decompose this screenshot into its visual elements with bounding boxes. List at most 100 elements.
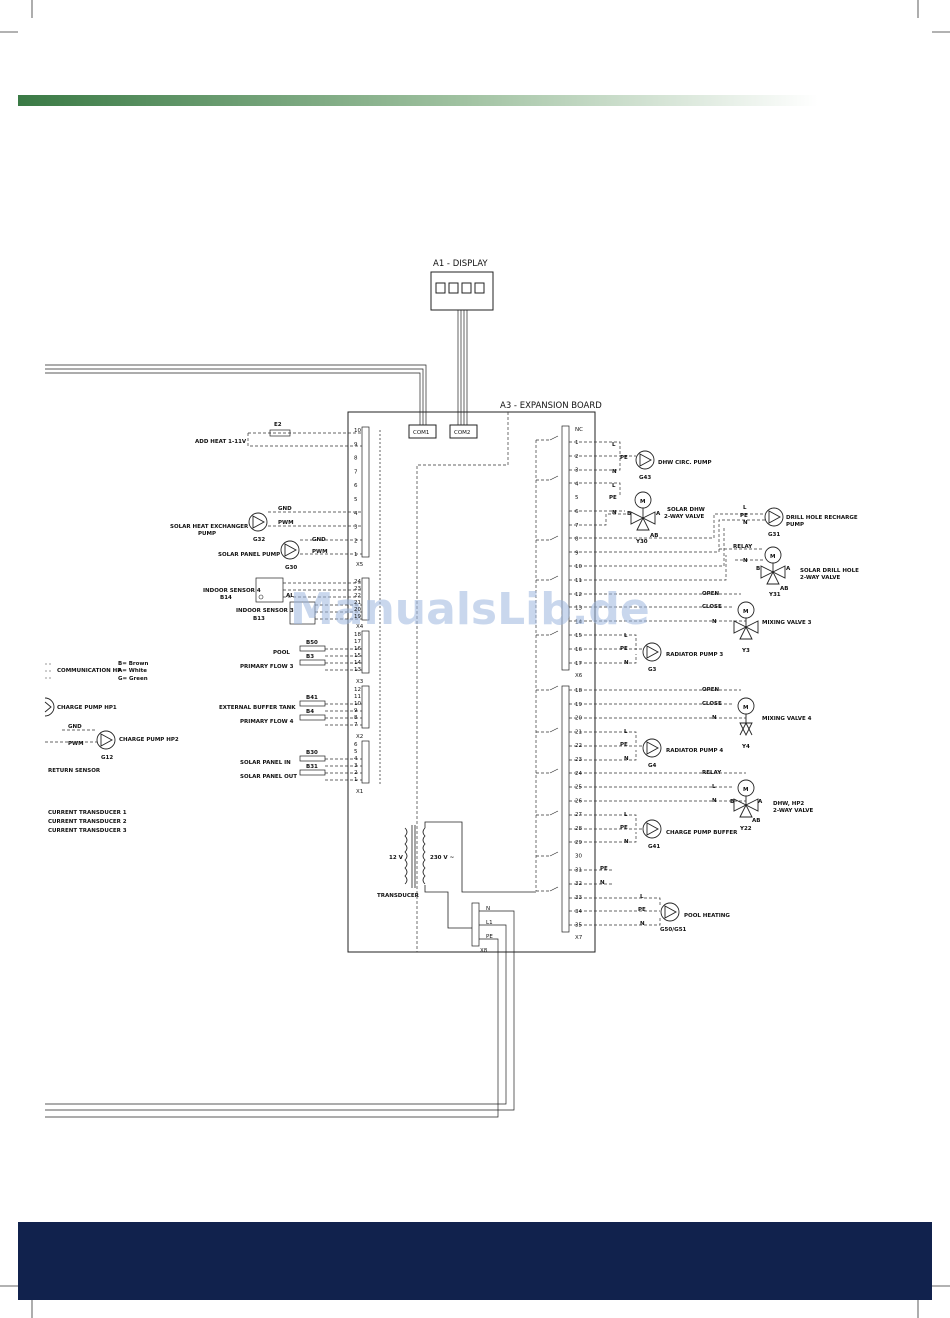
pump-g31-icon xyxy=(764,507,784,527)
pump-g4-icon xyxy=(642,738,662,758)
x6-pin-16: 16 xyxy=(575,647,582,653)
right-wiring xyxy=(536,439,765,926)
label-b14: B14 xyxy=(220,595,232,601)
pump-g50-icon xyxy=(660,902,680,922)
label-ext-buffer: EXTERNAL BUFFER TANK xyxy=(219,705,296,711)
label-charge-buffer: CHARGE PUMP BUFFER xyxy=(666,830,738,836)
terminal-x8 xyxy=(471,902,480,947)
x8-pin-n: N xyxy=(486,906,490,912)
pump-g32-icon xyxy=(248,512,268,532)
label-white: A= White xyxy=(118,668,147,674)
sensor-resistors xyxy=(299,645,326,776)
label-indoor3: INDOOR SENSOR 3 xyxy=(236,608,294,614)
motor-m-y4: M xyxy=(743,705,748,711)
left-pin-3-7: 7 xyxy=(354,722,358,728)
left-pin-2-18: 18 xyxy=(354,632,361,638)
left-terminal-strips xyxy=(361,426,381,785)
header-gradient-bar xyxy=(18,95,818,106)
left-pin-0-3: 3 xyxy=(354,525,358,531)
right-terminal-strips xyxy=(561,425,570,933)
connector-x5: X5 xyxy=(356,562,364,568)
left-wiring xyxy=(247,432,362,781)
tag-l-1: L xyxy=(612,442,616,448)
tag-n-4: N xyxy=(743,558,748,564)
port-ab-y22: AB xyxy=(752,818,760,824)
label-solar-drill-2: 2-WAY VALVE xyxy=(800,575,840,581)
left-pin-2-16: 16 xyxy=(354,646,361,652)
label-g3: G3 xyxy=(648,667,657,673)
label-solar-dhw-1: SOLAR DHW xyxy=(667,507,705,513)
indoor-sensor-4-box xyxy=(255,577,284,603)
left-pin-4-2: 2 xyxy=(354,770,358,776)
label-transducer: TRANSDUCER xyxy=(377,893,420,899)
tag-relay-2: RELAY xyxy=(702,770,722,776)
left-pin-0-2: 2 xyxy=(354,538,358,544)
indoor-sensor-4-icon xyxy=(258,594,264,600)
pump-g30-icon xyxy=(280,540,300,560)
label-pwm-3: PWM xyxy=(68,741,84,747)
left-pin-1-22: 22 xyxy=(354,593,361,599)
tag-pe-8: PE xyxy=(638,907,646,913)
left-pin-1-23: 23 xyxy=(354,586,361,592)
label-e2: E2 xyxy=(274,422,282,428)
tag-n-9: N xyxy=(712,798,717,804)
left-pin-2-15: 15 xyxy=(354,653,361,659)
label-comm-hp: COMMUNICATION HP xyxy=(57,668,121,674)
label-g4: G4 xyxy=(648,763,657,769)
x6-pin-12: 12 xyxy=(575,592,582,598)
label-ct1: CURRENT TRANSDUCER 1 xyxy=(48,810,127,816)
left-pin-3-8: 8 xyxy=(354,715,358,721)
display-unit: A1 - DISPLAY xyxy=(430,259,494,425)
left-pin-0-9: 9 xyxy=(354,442,358,448)
x6-pin-11: 11 xyxy=(575,578,582,584)
connector-x3: X3 xyxy=(356,679,364,685)
port-a-y30: A xyxy=(656,511,661,517)
label-indoor4: INDOOR SENSOR 4 xyxy=(203,588,261,594)
tag-open-1: OPEN xyxy=(702,591,719,597)
label-b3: B3 xyxy=(306,654,314,660)
motor-m-y22: M xyxy=(743,787,748,793)
x6-pin-13: 13 xyxy=(575,606,582,612)
x7-pin-32: 32 xyxy=(575,881,582,887)
x7-pin-24: 24 xyxy=(575,771,582,777)
label-mixing3: MIXING VALVE 3 xyxy=(762,620,812,626)
label-gnd-3: GND xyxy=(68,724,82,730)
tag-pe-6: PE xyxy=(620,825,628,831)
label-shex-pump-2: PUMP xyxy=(198,531,216,537)
com2-port: COM2 xyxy=(454,430,470,436)
label-g30: G30 xyxy=(285,565,297,571)
tag-pe-7: PE xyxy=(600,866,608,872)
port-b-y31: B xyxy=(756,566,760,572)
port-a-y31: A xyxy=(786,566,791,572)
left-pin-2-13: 13 xyxy=(354,667,361,673)
x6-pin-1: 1 xyxy=(575,440,579,446)
x7-pin-20: 20 xyxy=(575,716,582,722)
left-pin-1-21: 21 xyxy=(354,600,361,606)
label-green: G= Green xyxy=(118,676,148,682)
tag-n-8: N xyxy=(624,756,629,762)
label-solar-out: SOLAR PANEL OUT xyxy=(240,774,297,780)
indoor-sensor-3-box xyxy=(289,601,316,625)
left-pin-3-10: 10 xyxy=(354,701,361,707)
left-pin-0-6: 6 xyxy=(354,483,358,489)
resistor-e2 xyxy=(269,429,291,437)
left-pin-4-6: 6 xyxy=(354,742,358,748)
x7-pin-28: 28 xyxy=(575,826,582,832)
label-charge-hp2: CHARGE PUMP HP2 xyxy=(119,737,179,743)
x6-pin-2: 2 xyxy=(575,454,579,460)
tag-pe-5: PE xyxy=(620,742,628,748)
label-shex-pump-1: SOLAR HEAT EXCHANGER xyxy=(170,524,249,530)
transformer-icon xyxy=(404,821,536,929)
label-return-sensor: RETURN SENSOR xyxy=(48,768,101,774)
label-g41: G41 xyxy=(648,844,660,850)
label-gnd-2: GND xyxy=(312,537,326,543)
left-pin-2-17: 17 xyxy=(354,639,361,645)
label-g32: G32 xyxy=(253,537,265,543)
x7-pin-25: 25 xyxy=(575,785,582,791)
tag-n-11: N xyxy=(600,880,605,886)
connector-x8: X8 xyxy=(480,948,488,954)
left-pin-0-10: 10 xyxy=(354,428,361,434)
label-y22: Y22 xyxy=(739,826,752,832)
